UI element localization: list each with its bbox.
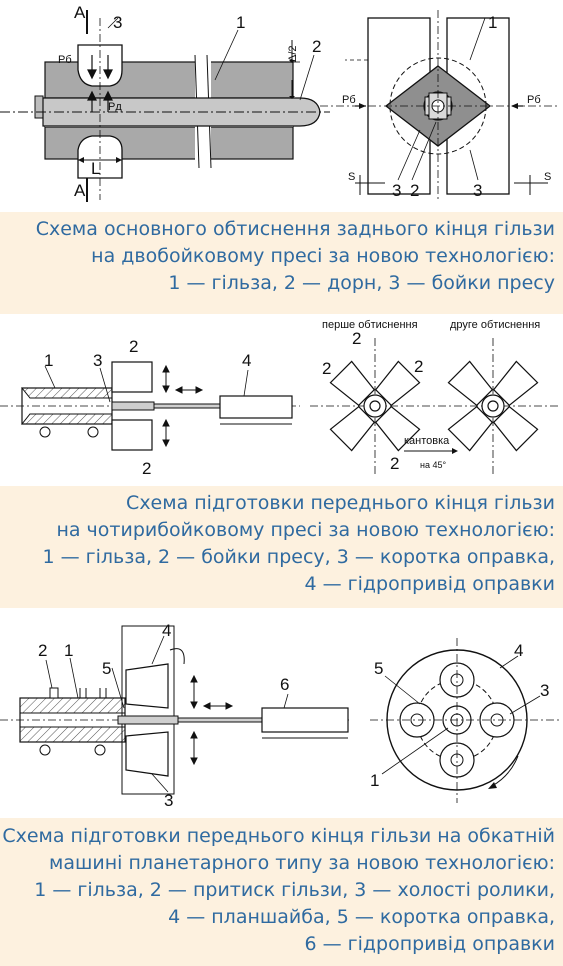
label-3: 3	[164, 791, 173, 810]
figure-3-caption: Схема підготовки переднього кінця гільзи…	[0, 823, 563, 958]
label-delta: Δ/2	[287, 45, 299, 62]
caption-1-line-1: Схема основного обтиснення заднього кінц…	[35, 218, 555, 240]
label-1: 1	[236, 13, 245, 32]
force-arrows	[87, 55, 113, 112]
sleeve	[20, 387, 113, 425]
figure-2-drawing: 1 3 2 2 4 перше обтиснення друге обтисне…	[0, 319, 560, 478]
label-first-pass: перше обтиснення	[322, 319, 418, 331]
caption-2-line-2: на чотирибойковому пресі за новою технол…	[56, 519, 555, 541]
caption-1-line-3: 1 — гільза, 2 — дорн, 3 — бойки пресу	[168, 272, 555, 294]
figure-1-caption: Схема основного обтиснення заднього кінц…	[0, 216, 563, 297]
die-movement-arrows	[162, 364, 204, 448]
figure-3-drawing: 2 1 4 5 3 6 5 4 3 1	[0, 621, 560, 810]
rollers	[125, 663, 169, 777]
caption-3-line-1: Схема підготовки переднього кінця гільзи…	[2, 825, 555, 847]
mandrel	[34, 95, 321, 127]
caption-1-line-2: на двобойковому пресі за новою технологі…	[91, 245, 555, 267]
figure-1-panel: А А 3 1 2 Pб Pд L Δ/2 Pб Pб S S 1 3 2 3	[0, 0, 563, 212]
label-pd: Pд	[108, 101, 122, 113]
press-die-top	[111, 361, 153, 393]
label-right-1: 1	[370, 771, 379, 790]
label-section-2: 2	[410, 181, 419, 200]
label-right-3: 3	[540, 681, 549, 700]
label-right-4: 4	[514, 641, 523, 660]
label-section-3b: 3	[473, 181, 482, 200]
label-2-top: 2	[129, 337, 138, 356]
first-pass-dies	[329, 360, 421, 452]
label-right-5: 5	[374, 659, 383, 678]
label-1: 1	[64, 641, 73, 660]
figure-1-drawing: А А 3 1 2 Pб Pд L Δ/2 Pб Pб S S 1 3 2 3	[0, 3, 560, 202]
movement-arrows	[169, 648, 234, 766]
label-4: 4	[242, 351, 251, 370]
caption-3-line-5: 6 — гідропривід оправки	[304, 933, 555, 955]
label-kantovka: кантовка	[404, 435, 450, 447]
label-pb-left: Pб	[342, 94, 356, 106]
figure-2-caption: Схема підготовки переднього кінця гільзи…	[0, 490, 563, 598]
section-marker-bottom: А	[74, 181, 86, 200]
caption-2-line-3: 1 — гільза, 2 — бойки пресу, 3 — коротка…	[42, 546, 555, 568]
caption-3-line-3: 1 — гільза, 2 — притиск гільзи, 3 — холо…	[34, 879, 555, 901]
second-pass-dies	[447, 360, 539, 452]
section-marker-top: А	[74, 3, 86, 22]
label-3: 3	[93, 351, 102, 370]
figure-3-panel: 2 1 4 5 3 6 5 4 3 1	[0, 608, 563, 818]
label-45: на 45°	[420, 460, 446, 470]
press-die-top	[77, 44, 123, 87]
caption-2-line-1: Схема підготовки переднього кінця гільзи	[126, 492, 555, 514]
caption-3-line-2: машині планетарного типу за новою технол…	[49, 852, 555, 874]
label-s-right: S	[544, 171, 551, 183]
label-L: L	[91, 159, 100, 178]
caption-3-line-4: 4 — планшайба, 5 — коротка оправка,	[168, 906, 555, 928]
label-s-left: S	[348, 171, 355, 183]
label-second-pass: друге обтиснення	[450, 319, 540, 331]
label-c2-left: 2	[322, 359, 331, 378]
label-3: 3	[113, 13, 122, 32]
caption-2-line-4: 4 — гідропривід оправки	[304, 573, 555, 595]
label-1: 1	[44, 351, 53, 370]
label-2: 2	[312, 37, 321, 56]
label-pb: Pб	[58, 54, 72, 66]
label-5: 5	[102, 659, 111, 678]
label-2-bottom: 2	[142, 459, 151, 478]
label-4: 4	[162, 621, 171, 640]
label-c2-top: 2	[352, 329, 361, 348]
label-section-1: 1	[488, 13, 497, 32]
label-2: 2	[38, 641, 47, 660]
label-c2-bottom: 2	[390, 454, 399, 473]
label-section-3a: 3	[392, 181, 401, 200]
figure-2-panel: 1 3 2 2 4 перше обтиснення друге обтисне…	[0, 314, 563, 486]
press-die-bottom	[111, 419, 153, 451]
label-c2-right: 2	[414, 357, 423, 376]
label-pb-right: Pб	[527, 94, 541, 106]
label-6: 6	[280, 675, 289, 694]
